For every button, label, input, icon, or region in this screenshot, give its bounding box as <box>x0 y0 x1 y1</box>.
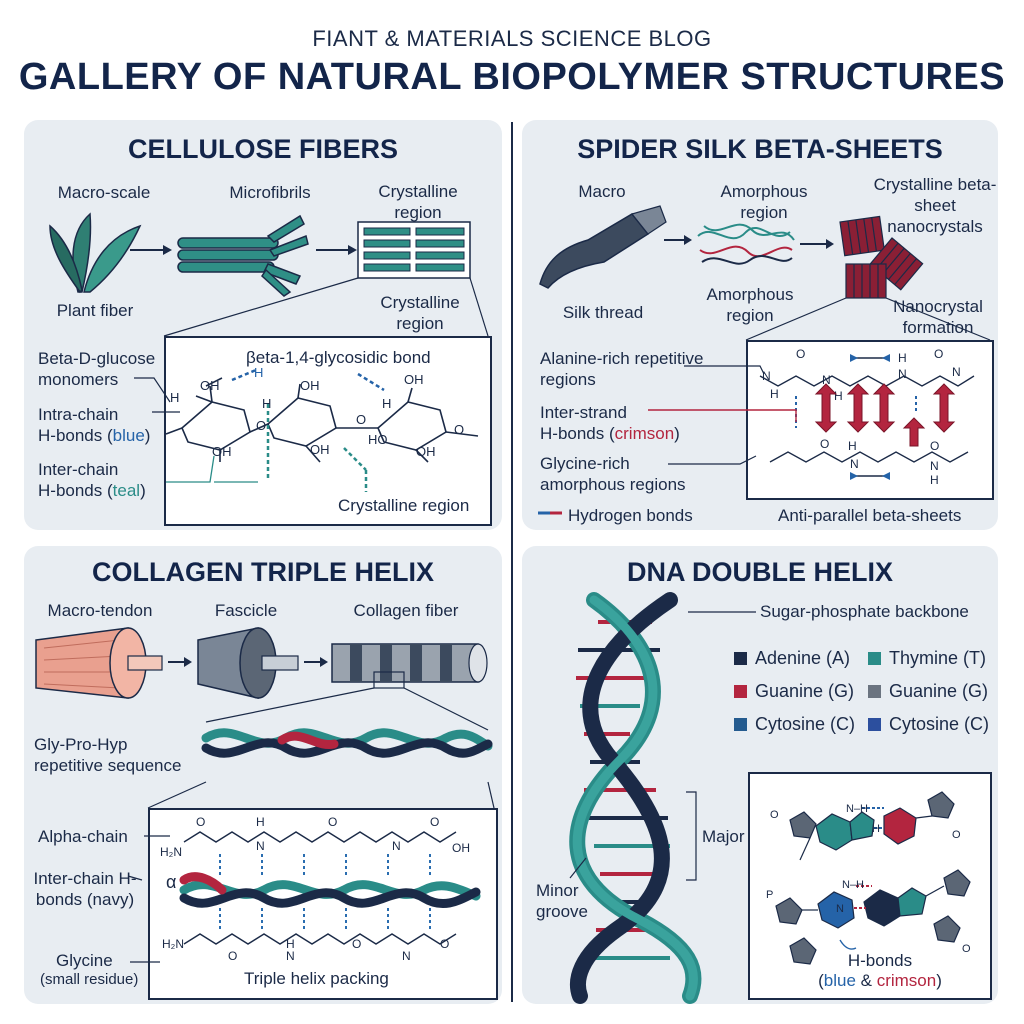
dna-minor-label: Minor groove <box>536 881 588 921</box>
alpha-symbol: α <box>166 872 177 892</box>
silk-inter-color-text: crimson <box>614 424 675 443</box>
legend-adenine: Adenine (A) <box>734 648 850 669</box>
silk-antiparallel-label: Anti-parallel beta-sheets <box>778 506 962 525</box>
silk-crystalline-label: Crystalline beta-sheet nanocrystals <box>873 175 997 236</box>
cellulose-bond-label: βeta-1,4-glycosidic bond <box>246 348 431 367</box>
cellulose-intra-label: Intra-chain H-bonds (blue) <box>38 404 150 446</box>
collagen-alpha-label: Alpha-chain <box>38 827 128 846</box>
cellulose-plant-label: Plant fiber <box>56 301 134 320</box>
legend-label: Guanine (G) <box>755 681 855 701</box>
silk-amorphous-mid-label: Amorphous region <box>706 285 794 325</box>
intra-hbond-line: H-bonds (blue) <box>38 426 151 445</box>
intra-color-text: blue <box>112 426 145 445</box>
intra-text: Intra-chain <box>38 405 119 424</box>
silk-inter-hbond-line: H-bonds (crimson) <box>540 424 680 443</box>
legend-swatch <box>734 685 747 698</box>
inter-color-text: teal <box>112 481 141 500</box>
cellulose-title: CELLULOSE FIBERS <box>127 134 398 164</box>
panel-divider <box>511 122 513 1002</box>
silk-amorphous-top-label: Amorphous region <box>720 182 808 222</box>
hbonds-blue: blue <box>823 971 856 990</box>
collagen-fiber-label: Collagen fiber <box>353 601 459 620</box>
silk-title: SPIDER SILK BETA-SHEETS <box>577 134 943 164</box>
silk-alanine-label: Alanine-rich repetitive regions <box>540 349 704 389</box>
sequence-text: Gly-Pro-Hyp repetitive sequence <box>34 735 182 775</box>
silk-macro-label: Macro <box>578 182 626 201</box>
dna-backbone-label: Sugar-phosphate backbone <box>760 602 969 621</box>
dna-major-label: Major <box>702 827 745 846</box>
cellulose-crystalline-bottom-label: Crystalline region <box>338 496 470 515</box>
hbonds-open: ( <box>818 971 824 990</box>
silk-inter-label: Inter-strand H-bonds (crimson) <box>540 402 680 444</box>
dna-hbonds-label: H-bonds <box>847 951 913 970</box>
hbonds-crimson: crimson <box>876 971 937 990</box>
legend-thymine: Thymine (T) <box>868 648 986 669</box>
legend-cytosine-2: Cytosine (C) <box>868 714 989 735</box>
collagen-packing-label: Triple helix packing <box>244 969 389 988</box>
cellulose-crystalline-mid-label: Crystalline region <box>380 293 460 333</box>
cellulose-crystalline-top-label: Crystalline region <box>378 182 458 222</box>
legend-swatch <box>734 718 747 731</box>
legend-swatch <box>734 652 747 665</box>
legend-label: Adenine (A) <box>755 648 851 668</box>
blog-name: FIANT & MATERIALS SCIENCE BLOG <box>312 26 712 51</box>
silk-glycine-label: Glycine-rich amorphous regions <box>540 454 686 494</box>
legend-swatch <box>868 652 881 665</box>
collagen-sequence-label: Gly-Pro-Hyp repetitive sequence <box>34 734 194 776</box>
silk-inter-h-text: H-bonds ( <box>540 424 615 443</box>
hbonds-amp: & <box>855 971 877 990</box>
legend-label: Cytosine (C) <box>755 714 856 734</box>
silk-thread-label: Silk thread <box>562 303 644 322</box>
dna-title: DNA DOUBLE HELIX <box>626 557 893 587</box>
cellulose-inter-label: Inter-chain H-bonds (teal) <box>38 459 146 501</box>
collagen-glycine-note: (small residue) <box>40 971 139 988</box>
legend-label: Cytosine (C) <box>889 714 990 734</box>
legend-cytosine-1: Cytosine (C) <box>734 714 855 735</box>
cellulose-macro-label: Macro-scale <box>57 183 151 202</box>
silk-inter-text: Inter-strand <box>540 403 627 422</box>
legend-guanine-1: Guanine (G) <box>734 681 854 702</box>
collagen-tendon-label: Macro-tendon <box>47 601 153 620</box>
silk-nanocrystal-label: Nanocrystal formation <box>893 297 983 337</box>
collagen-inter-label: Inter-chain H-bonds (navy) <box>33 869 137 909</box>
legend-label: Thymine (T) <box>889 648 987 668</box>
collagen-title: COLLAGEN TRIPLE HELIX <box>91 557 434 587</box>
inter-h-text: H-bonds ( <box>38 481 113 500</box>
legend-swatch <box>868 685 881 698</box>
silk-zoom-box <box>746 340 994 500</box>
cellulose-monomers-label: Beta-D-glucose monomers <box>38 348 166 390</box>
inter-hbond-line: H-bonds (teal) <box>38 481 146 500</box>
legend-label: Guanine (G) <box>889 681 989 701</box>
silk-hbond-legend-label: Hydrogen bonds <box>568 506 693 525</box>
collagen-glycine-label: Glycine <box>56 951 113 970</box>
legend-swatch <box>868 718 881 731</box>
cellulose-micro-label: Microfibrils <box>229 183 311 202</box>
dna-hbonds-colors: (blue & crimson) <box>780 970 980 991</box>
monomers-text: Beta-D-glucose monomers <box>38 349 156 389</box>
hbonds-close: ) <box>936 971 942 990</box>
page-title: GALLERY OF NATURAL BIOPOLYMER STRUCTURES <box>18 56 1006 98</box>
collagen-fascicle-label: Fascicle <box>214 601 278 620</box>
intra-h-text: H-bonds ( <box>38 426 113 445</box>
legend-guanine-2: Guanine (G) <box>868 681 988 702</box>
inter-text: Inter-chain <box>38 460 119 479</box>
